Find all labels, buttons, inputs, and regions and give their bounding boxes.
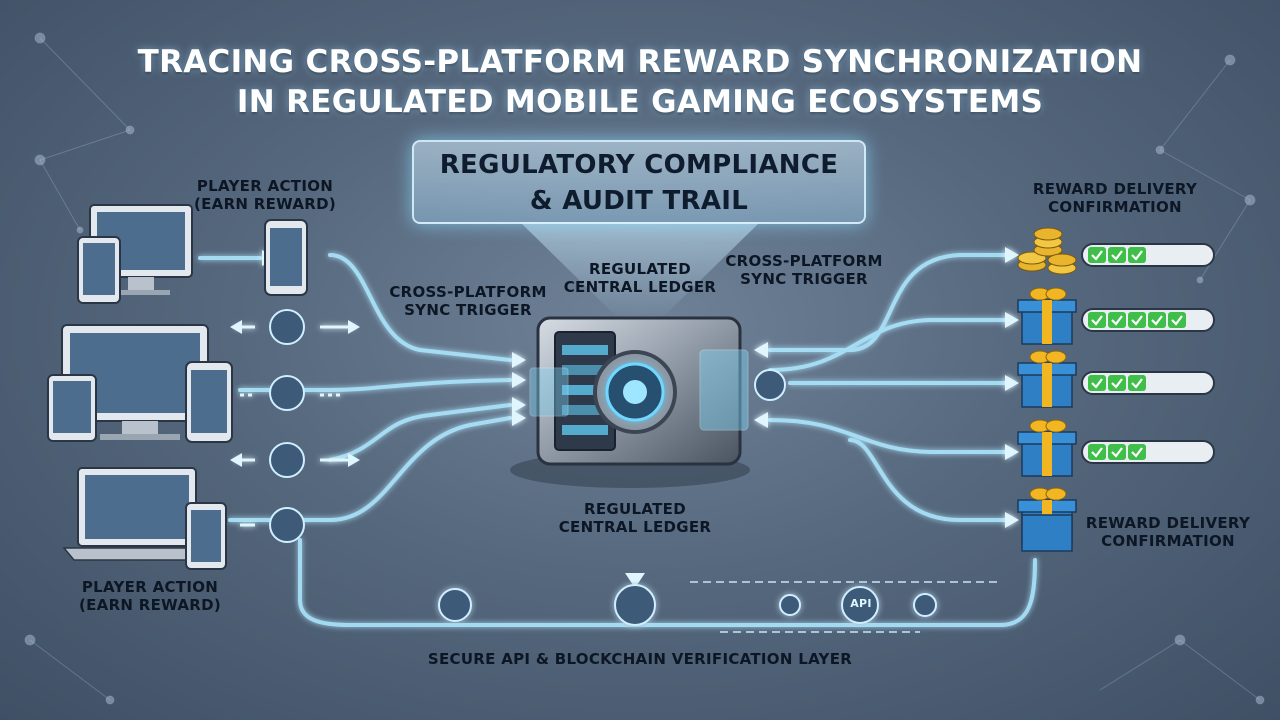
right-flow-lines	[770, 255, 1005, 520]
check-mark-icon	[1108, 444, 1126, 460]
status-bar	[1082, 309, 1214, 331]
label-text: (Earn Reward)	[60, 596, 240, 614]
label-text: Regulated	[545, 500, 725, 518]
check-mark-icon	[1108, 375, 1126, 391]
check-mark-icon	[1148, 312, 1166, 328]
check-mark-icon	[1128, 444, 1146, 460]
label-ledger-bottom: Regulated Central Ledger	[545, 500, 725, 536]
label-ledger-top: Regulated Central Ledger	[550, 260, 730, 296]
central-ledger-vault	[510, 318, 750, 488]
label-text: Confirmation	[1068, 532, 1268, 550]
label-text: Reward Delivery	[1068, 514, 1268, 532]
check-mark-icon	[1088, 312, 1106, 328]
label-player-action-bottom: Player Action (Earn Reward)	[60, 578, 240, 614]
label-text: Central Ledger	[545, 518, 725, 536]
device-group-3	[64, 468, 226, 569]
check-mark-icon	[1128, 312, 1146, 328]
label-text: Reward Delivery	[1015, 180, 1215, 198]
compliance-line-1: Regulatory Compliance	[414, 147, 864, 183]
lock-icons-left	[270, 310, 304, 542]
label-text: Regulated	[550, 260, 730, 278]
coin-stack-icon	[1018, 228, 1076, 274]
device-group-1	[78, 205, 307, 303]
label-text: Sync Trigger	[714, 270, 894, 288]
check-mark-icon	[1088, 375, 1106, 391]
check-mark-icon	[1108, 312, 1126, 328]
label-sync-trigger-left: Cross-Platform Sync Trigger	[378, 283, 558, 319]
device-group-2	[48, 325, 232, 442]
label-delivery-bottom: Reward Delivery Confirmation	[1068, 514, 1268, 550]
gift-box-icon	[1022, 515, 1072, 551]
check-mark-icon	[1128, 375, 1146, 391]
gift-box-icon	[1018, 420, 1076, 476]
compliance-audit-box: Regulatory Compliance & Audit Trail	[412, 140, 866, 224]
label-text: Cross-Platform	[714, 252, 894, 270]
gift-box-icon	[1018, 351, 1076, 407]
label-text: (Earn Reward)	[175, 195, 355, 213]
label-text: Central Ledger	[550, 278, 730, 296]
label-text: Sync Trigger	[378, 301, 558, 319]
check-mark-icon	[1088, 247, 1106, 263]
lock-icon-right	[755, 370, 785, 400]
compliance-line-2: & Audit Trail	[414, 183, 864, 219]
label-text: Cross-Platform	[378, 283, 558, 301]
check-mark-icon	[1168, 312, 1186, 328]
check-mark-icon	[1108, 247, 1126, 263]
status-bar	[1082, 441, 1214, 463]
label-text: Confirmation	[1015, 198, 1215, 216]
label-delivery-top: Reward Delivery Confirmation	[1015, 180, 1215, 216]
status-bar	[1082, 244, 1214, 266]
label-text: Player Action	[60, 578, 240, 596]
label-sync-trigger-right: Cross-Platform Sync Trigger	[714, 252, 894, 288]
right-arrows	[754, 247, 1019, 528]
label-player-action-top: Player Action (Earn Reward)	[175, 177, 355, 213]
check-mark-icon	[1088, 444, 1106, 460]
label-secure-layer: Secure API & Blockchain Verification Lay…	[340, 650, 940, 668]
lock-double-arrows	[235, 327, 355, 525]
status-bar	[1082, 372, 1214, 394]
label-text: Player Action	[175, 177, 355, 195]
api-badge: API	[846, 597, 876, 610]
gift-box-icon	[1018, 288, 1076, 344]
check-mark-icon	[1128, 247, 1146, 263]
